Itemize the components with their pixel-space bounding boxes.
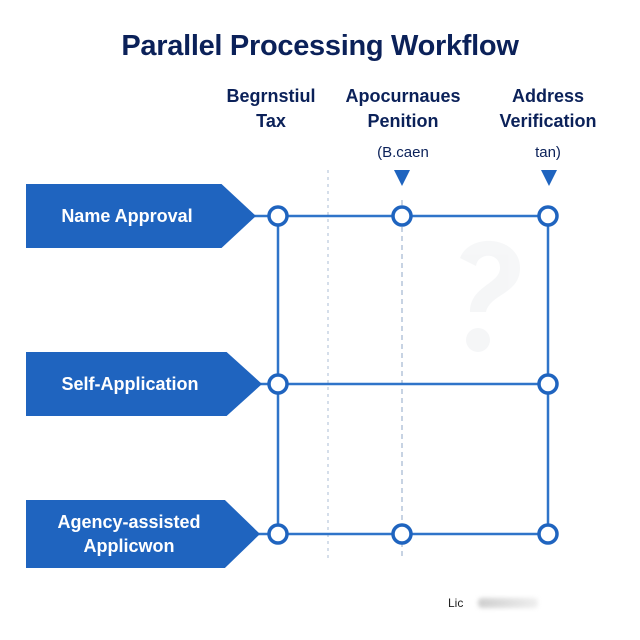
diagram-title: Parallel Processing Workflow (121, 30, 519, 62)
column-header-line2: Tax (256, 111, 286, 131)
node (267, 523, 289, 545)
column-header-line2: Penition (367, 111, 439, 131)
row-label-self-application: Self-Application (26, 352, 262, 416)
row-label-name-approval: Name Approval (26, 184, 256, 248)
node (537, 373, 559, 395)
column-header-line2: Verification (499, 111, 597, 131)
column-header-tax: Begrnstiul Tax (206, 84, 336, 134)
column-header-line1: Begrnstiul (226, 86, 316, 106)
node (391, 205, 413, 227)
node (391, 523, 413, 545)
column-header-penition: Apocurnaues Penition (B.caen (328, 84, 478, 165)
down-arrow-icon (394, 170, 410, 186)
column-header-sub: tan) (535, 144, 561, 161)
column-header-sub: (B.caen (377, 144, 429, 161)
row-label-text: Agency-assisted Applicwon (57, 512, 201, 556)
column-header-address-verification: Address Verification tan) (478, 84, 618, 165)
node (537, 523, 559, 545)
background-watermark-icon (460, 240, 520, 352)
row-label-text: Name Approval (61, 206, 193, 226)
column-header-line1: Address (511, 86, 585, 106)
row-label-text: Self-Application (61, 374, 199, 394)
footer-text: Lic (448, 596, 464, 610)
down-arrow-icon (541, 170, 557, 186)
node (267, 373, 289, 395)
column-header-line1: Apocurnaues (345, 86, 461, 106)
node (537, 205, 559, 227)
row-label-agency-assisted: Agency-assisted Applicwon (26, 500, 260, 568)
node (267, 205, 289, 227)
footer-blur (478, 598, 538, 608)
